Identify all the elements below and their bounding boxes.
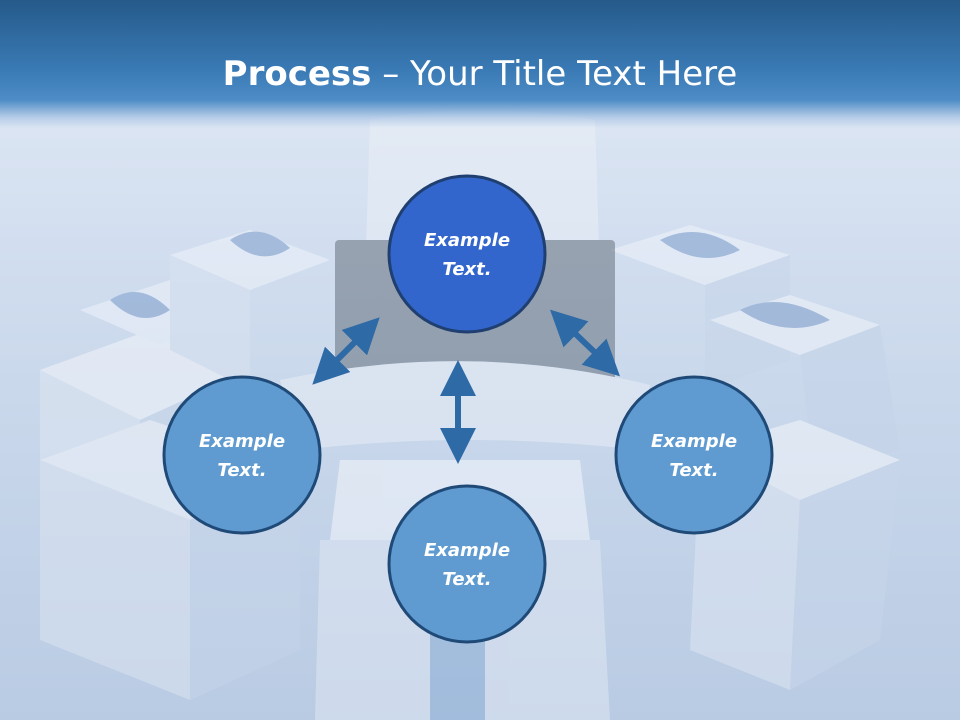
node-right[interactable]: Example Text. <box>614 375 774 535</box>
node-center[interactable]: Example Text. <box>387 174 547 334</box>
node-left-line1: Example <box>199 431 285 452</box>
gift-bow <box>110 292 170 318</box>
node-bottom-circle <box>387 484 547 644</box>
title-bold: Process <box>222 54 372 94</box>
arrow-center-right <box>549 309 621 377</box>
node-center-line2: Text. <box>442 259 491 280</box>
gift-box-side <box>790 460 900 690</box>
gift-bow <box>660 232 740 258</box>
gift-box-side <box>40 460 190 700</box>
gift-bow <box>740 302 830 328</box>
title-bar <box>0 0 960 128</box>
node-center-line1: Example <box>424 230 510 251</box>
gift-box-side <box>170 255 250 390</box>
slide-title: Process – Your Title Text Here <box>0 52 960 96</box>
title-dash: – <box>371 54 411 94</box>
gift-box-top <box>170 230 330 290</box>
node-bottom[interactable]: Example Text. <box>387 484 547 644</box>
node-center-circle <box>387 174 547 334</box>
node-left[interactable]: Example Text. <box>162 375 322 535</box>
node-right-line2: Text. <box>669 460 718 481</box>
node-right-circle <box>614 375 774 535</box>
gift-bow <box>230 231 290 257</box>
node-bottom-line2: Text. <box>442 569 491 590</box>
node-left-line2: Text. <box>217 460 266 481</box>
node-bottom-line1: Example <box>424 540 510 561</box>
title-rest: Your Title Text Here <box>410 54 738 94</box>
node-right-line1: Example <box>651 431 737 452</box>
node-left-circle <box>162 375 322 535</box>
arrow-center-left <box>312 317 380 385</box>
